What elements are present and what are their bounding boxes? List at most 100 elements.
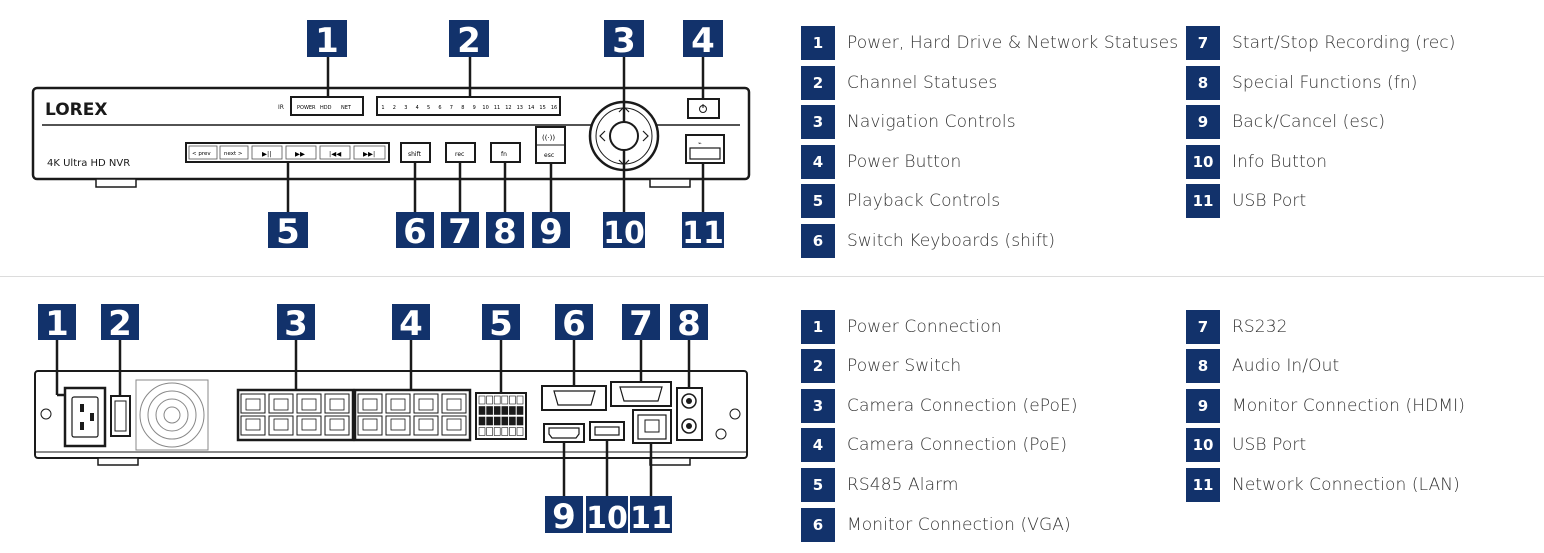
back-callout-7: 7 xyxy=(629,304,653,344)
channel-number: 2 xyxy=(393,105,396,111)
rj45-socket xyxy=(390,398,406,411)
rj45-socket xyxy=(446,418,462,431)
model-label: 4K Ultra HD NVR xyxy=(47,158,130,169)
fn-label: fn xyxy=(501,151,507,158)
legend-label: USB Port xyxy=(1232,191,1307,211)
rj45-socket xyxy=(418,418,434,431)
next-label: next > xyxy=(224,151,243,157)
terminal-pin xyxy=(493,427,501,436)
epoe-ports xyxy=(240,393,350,436)
terminal-pin xyxy=(509,416,516,426)
terminal-pin xyxy=(501,427,509,436)
channel-number: 13 xyxy=(517,105,523,111)
usb-port-back xyxy=(594,426,620,436)
rj45-socket xyxy=(418,398,434,411)
ground-icon xyxy=(715,428,727,440)
rj45-socket xyxy=(329,418,345,431)
front-callout-8: 8 xyxy=(493,212,517,252)
legend-badge: 8 xyxy=(1186,66,1220,100)
legend-label: USB Port xyxy=(1232,435,1307,455)
led-hdd: HDD xyxy=(320,105,332,111)
back-legend-item: 10 USB Port xyxy=(1186,428,1306,462)
back-leader-lines xyxy=(55,338,691,502)
legend-label: Monitor Connection (VGA) xyxy=(847,515,1071,535)
channel-number: 16 xyxy=(551,105,557,111)
channel-number: 14 xyxy=(528,105,534,111)
terminal-pin xyxy=(486,406,493,415)
front-callout-3: 3 xyxy=(612,21,636,61)
playback-buttons: < prev next > ▶|| ▶▶ |◀◀ ▶▶| xyxy=(188,145,386,160)
legend-badge: 7 xyxy=(1186,26,1220,60)
front-panel-section: LOREX 4K Ultra HD NVR IR POWER HDD NET 1… xyxy=(0,0,1544,276)
front-callout-4: 4 xyxy=(691,21,715,61)
back-legend-item: 6 Monitor Connection (VGA) xyxy=(801,508,1071,542)
terminal-pin xyxy=(478,406,486,415)
legend-label: Back/Cancel (esc) xyxy=(1232,112,1386,132)
front-panel-diagram: LOREX 4K Ultra HD NVR IR POWER HDD NET 1… xyxy=(31,20,751,252)
front-callout-6: 6 xyxy=(403,212,427,252)
terminal-pin xyxy=(501,395,509,405)
section-divider xyxy=(0,276,1544,277)
nav-left-icon xyxy=(599,130,606,142)
legend-label: Camera Connection (ePoE) xyxy=(847,396,1078,416)
channel-number: 15 xyxy=(539,105,545,111)
rj45-socket xyxy=(301,398,317,411)
rj45-socket xyxy=(245,398,261,411)
legend-badge: 3 xyxy=(801,389,835,423)
legend-label: Playback Controls xyxy=(847,191,1001,211)
led-net: NET xyxy=(341,105,352,111)
channel-number: 1 xyxy=(381,105,384,111)
rj45-socket xyxy=(245,418,261,431)
terminal-pin xyxy=(516,427,524,436)
channel-number: 12 xyxy=(505,105,511,111)
rj45-socket xyxy=(362,418,378,431)
prev-button xyxy=(188,145,218,160)
back-foot-left xyxy=(97,457,139,466)
brand-logo: LOREX xyxy=(45,100,108,120)
fast-forward-label: ▶▶ xyxy=(295,150,305,158)
prev-label: < prev xyxy=(192,151,211,157)
terminal-pin xyxy=(509,406,516,415)
ir-label: IR xyxy=(278,104,284,111)
back-legend-item: 3 Camera Connection (ePoE) xyxy=(801,389,1078,423)
channel-number: 3 xyxy=(404,105,407,111)
legend-badge: 1 xyxy=(801,310,835,344)
channel-number: 9 xyxy=(473,105,476,111)
next-button xyxy=(219,145,249,160)
esc-label: esc xyxy=(544,152,554,159)
legend-badge: 10 xyxy=(1186,428,1220,462)
skip-back-label: |◀◀ xyxy=(329,150,341,158)
channel-number: 11 xyxy=(494,105,500,111)
legend-badge: 5 xyxy=(801,468,835,502)
channel-number: 10 xyxy=(482,105,488,111)
legend-badge: 4 xyxy=(801,145,835,179)
terminal-pin xyxy=(501,416,509,426)
legend-badge: 6 xyxy=(801,224,835,258)
legend-badge: 6 xyxy=(801,508,835,542)
skip-forward-button xyxy=(353,145,386,160)
legend-label: RS485 Alarm xyxy=(847,475,959,495)
terminal-pin xyxy=(516,395,524,405)
legend-badge: 7 xyxy=(1186,310,1220,344)
legend-label: Info Button xyxy=(1232,152,1328,172)
channel-number: 6 xyxy=(438,105,441,111)
legend-label: RS232 xyxy=(1232,317,1288,337)
legend-label: Channel Statuses xyxy=(847,73,998,93)
led-power: POWER xyxy=(297,105,316,111)
screw-left-icon xyxy=(40,408,52,420)
vga-port xyxy=(553,390,596,406)
front-callout-7: 7 xyxy=(448,212,472,252)
legend-badge: 2 xyxy=(801,66,835,100)
terminal-pin xyxy=(478,395,486,405)
legend-label: Power, Hard Drive & Network Statuses xyxy=(847,33,1179,53)
back-callout-2: 2 xyxy=(108,304,132,344)
legend-label: Start/Stop Recording (rec) xyxy=(1232,33,1456,53)
terminal-pin xyxy=(478,427,486,436)
